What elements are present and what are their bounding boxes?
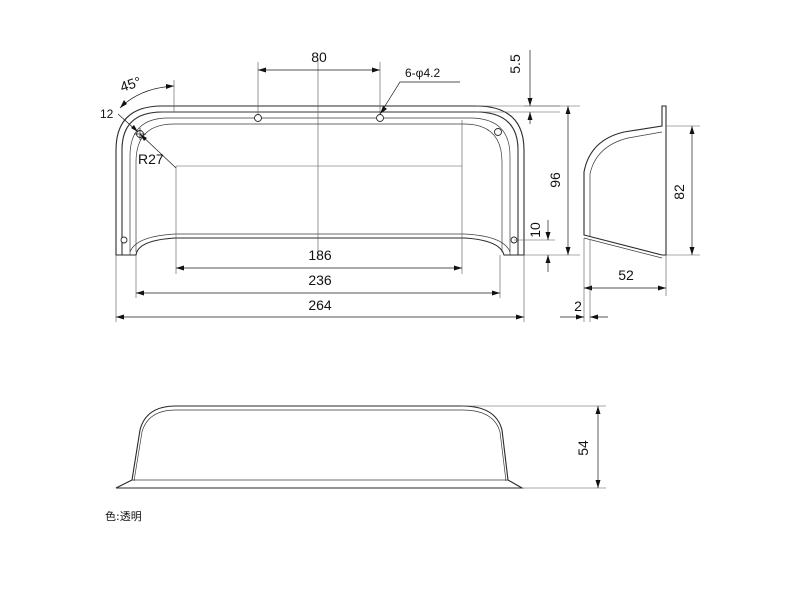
bottom-view: 54: [115, 405, 606, 489]
radius-leader-r27: [139, 133, 177, 169]
arrowhead: [527, 98, 533, 106]
dimension-10: 10: [527, 222, 543, 238]
arrowhead: [454, 265, 462, 271]
arrowhead: [545, 232, 551, 240]
dimension-54: 54: [575, 440, 591, 456]
side-view: 82 52 2: [560, 105, 700, 322]
arrowhead: [372, 67, 380, 73]
mounting-hole: [254, 114, 262, 122]
arrowhead: [565, 247, 571, 255]
radius-r27: R27: [138, 151, 164, 167]
bottom-view-outline: [115, 405, 525, 489]
front-view-outline: [115, 105, 525, 256]
front-view: 80 6-φ4.2 5.5 96 10 45°: [100, 49, 580, 322]
front-view-bottom-left-curve: [122, 237, 518, 256]
hole-callout: 6-φ4.2: [405, 66, 440, 80]
arrowhead: [576, 314, 584, 320]
dimension-12: 12: [100, 107, 114, 121]
arrowhead: [689, 126, 695, 134]
front-view-bowl-edge: [135, 123, 503, 252]
dimension-2: 2: [574, 298, 582, 314]
side-view-bottom-edge: [583, 237, 663, 259]
arrowhead: [595, 406, 601, 414]
arrowhead: [258, 67, 266, 73]
side-view-inner-curve: [589, 131, 663, 236]
front-view-inner-contour: [121, 111, 519, 255]
arrowhead: [166, 84, 174, 89]
front-view-bottom-inner-curve: [129, 233, 511, 253]
arrowhead: [176, 265, 184, 271]
dimension-80: 80: [311, 49, 327, 65]
mounting-hole: [376, 114, 384, 122]
arrowhead: [516, 314, 524, 320]
dimension-264: 264: [308, 297, 332, 313]
arrowhead: [658, 285, 666, 291]
front-view-inner-contour-2: [129, 117, 511, 255]
dimension-96: 96: [547, 172, 563, 188]
arrowhead: [116, 314, 124, 320]
mounting-hole: [120, 236, 128, 244]
hole-leader-line: [379, 81, 460, 115]
bottom-view-inner-contour: [133, 409, 507, 482]
dimension-5-5: 5.5: [507, 54, 523, 74]
arrowhead: [584, 285, 592, 291]
mounting-hole: [494, 128, 502, 136]
side-view-outline: [583, 105, 667, 256]
arrowhead: [380, 106, 387, 114]
color-note: 色:透明: [105, 510, 142, 523]
arrowhead: [565, 106, 571, 114]
dimension-52: 52: [618, 267, 634, 283]
dimension-236: 236: [308, 272, 332, 288]
arrowhead: [140, 134, 147, 141]
arrowhead: [492, 290, 500, 296]
arrowhead: [590, 314, 598, 320]
arrowhead: [136, 290, 144, 296]
arrowhead: [120, 100, 127, 108]
dimension-45: 45°: [118, 73, 143, 95]
dimension-82: 82: [671, 184, 687, 200]
arrowhead: [595, 480, 601, 488]
arrowhead: [689, 247, 695, 255]
arrowhead: [545, 255, 551, 263]
dimension-186: 186: [308, 247, 332, 263]
arrowhead: [131, 125, 138, 132]
arrowhead: [527, 112, 533, 120]
